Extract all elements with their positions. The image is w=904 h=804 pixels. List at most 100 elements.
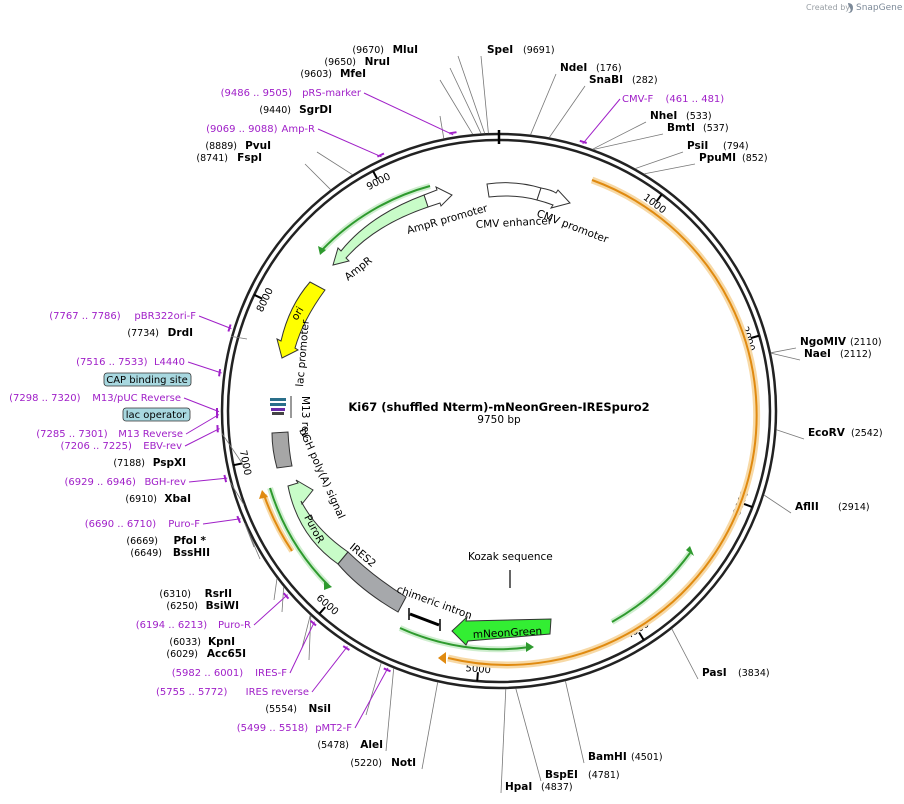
- site-rsrii: RsrII (6310): [159, 588, 232, 600]
- primer-range: (9069 .. 9088): [206, 124, 278, 135]
- primer-range: (7767 .. 7786): [49, 311, 121, 322]
- feature-ori: [276, 281, 326, 359]
- site-position: (7734): [127, 328, 159, 339]
- label-mneongreen: mNeonGreen: [473, 625, 543, 641]
- site-nhei: NheI(533): [650, 110, 712, 122]
- site-name: BmtI: [667, 122, 695, 134]
- plasmid-size: 9750 bp: [477, 414, 521, 426]
- site-bsiwi: BsiWI(6250): [166, 600, 239, 612]
- site-position: (852): [742, 153, 768, 164]
- site-name: PasI: [702, 667, 727, 679]
- primer-leader: [184, 428, 220, 447]
- site-name: RsrII: [205, 588, 232, 600]
- primer-pbr322ori-f: pBR322ori-F(7767 .. 7786): [49, 311, 196, 322]
- primer-leader: [183, 397, 220, 413]
- feature-puror: [287, 479, 349, 565]
- leader-lines: [183, 55, 805, 794]
- site-leader: [593, 133, 664, 150]
- credit-brand: SnapGene: [856, 3, 903, 13]
- site-leader: [229, 482, 245, 506]
- site-leader: [385, 668, 395, 752]
- site-bspei: BspEI(4781): [545, 769, 620, 781]
- site-name: NgoMIV: [800, 336, 847, 348]
- site-sgrdi: SgrDI(9440): [259, 104, 332, 116]
- primer-leader: [187, 361, 222, 374]
- site-position: (2112): [840, 349, 872, 360]
- site-name: BssHII: [173, 547, 210, 559]
- site-position: (9670): [352, 45, 384, 56]
- site-leader: [530, 73, 557, 135]
- tick-5000: [476, 672, 479, 682]
- site-snabi: SnaBI(282): [589, 74, 658, 86]
- site-position: (6649): [130, 548, 162, 559]
- primer-name: EBV-rev: [143, 441, 182, 452]
- site-position: (5478): [317, 740, 349, 751]
- site-leader: [776, 429, 805, 440]
- primer-range: (7285 .. 7301): [36, 429, 108, 440]
- site-bamhi: BamHI(4501): [588, 751, 663, 763]
- primer-mark: [282, 592, 290, 600]
- site-name: PspXI: [153, 457, 186, 469]
- primer-leader: [363, 92, 454, 136]
- site-name: MfeI: [340, 68, 366, 80]
- site-leader: [770, 347, 797, 354]
- primer-leader: [185, 414, 220, 435]
- site-position: (6029): [166, 649, 198, 660]
- site-mfei: MfeI (9603): [300, 68, 366, 80]
- site-position: (6310): [159, 589, 191, 600]
- snapgene-logo-icon: [848, 3, 853, 13]
- site-kpni: KpnI(6033): [169, 636, 235, 648]
- site-pasi: PasI(3834): [702, 667, 770, 679]
- site-position: (5220): [350, 758, 382, 769]
- site-position: (4837): [541, 782, 573, 793]
- primer-range: (9486 .. 9505): [221, 88, 293, 99]
- tick-2000: [750, 334, 760, 340]
- site-name: AleI: [360, 739, 383, 751]
- site-naei: NaeI(2112): [804, 348, 872, 360]
- primer-leader: [582, 98, 621, 145]
- site-name: PpuMI: [699, 152, 736, 164]
- site-name: AflII: [795, 501, 819, 513]
- site-pspxi: PspXI(7188): [113, 457, 186, 469]
- primer-cmv-f: CMV-F(461 .. 481): [622, 94, 724, 105]
- orf-arc-top-green: [319, 183, 431, 253]
- site-hpai: HpaI(4837): [505, 781, 573, 793]
- primer-mark: [342, 645, 350, 651]
- site-position: (9603): [300, 69, 332, 80]
- site-nsii: NsiI(5554): [265, 703, 331, 715]
- site-leader: [308, 615, 312, 661]
- label-kozak: Kozak sequence: [468, 551, 553, 563]
- primer-m13-reverse: M13 Reverse (7285 .. 7301): [36, 429, 183, 440]
- feature-lac-cluster: [270, 396, 292, 418]
- primer-name: CMV-F: [622, 94, 653, 105]
- label-ori: ori: [289, 305, 306, 323]
- primer-range: (6194 .. 6213): [136, 620, 208, 631]
- feature-labels: AmpR promoter CMV enhancer CMV promoter …: [289, 202, 610, 641]
- site-position: (2110): [850, 337, 882, 348]
- site-name: DrdI: [168, 327, 193, 339]
- site-name: NruI: [365, 56, 390, 68]
- label-chimeric-intron: chimeric intron: [395, 584, 474, 622]
- primer-name: Puro-F: [168, 519, 200, 530]
- feature-chimeric-intron: [409, 612, 440, 627]
- site-name: SpeI: [487, 44, 513, 56]
- primer-leader: [317, 128, 382, 158]
- site-name: NdeI: [560, 62, 587, 74]
- feature-cmv-promoter: [536, 187, 571, 209]
- primer-name: IRES-F: [255, 668, 287, 679]
- feature-bgh: [271, 431, 293, 469]
- primer-name: M13/pUC Reverse: [92, 393, 181, 404]
- site-position: (6033): [169, 637, 201, 648]
- primer-amp-r: Amp-R (9069 .. 9088): [206, 124, 315, 135]
- primer-name: Amp-R: [282, 124, 316, 135]
- site-leader: [221, 433, 247, 470]
- primer-name: IRES reverse: [246, 687, 309, 698]
- site-position: (282): [632, 75, 658, 86]
- primer-name: M13 Reverse: [118, 429, 183, 440]
- tick-6000: [318, 606, 327, 615]
- primer-prs-marker: pRS-marker(9486 .. 9505): [221, 88, 362, 99]
- site-position: (5554): [265, 704, 297, 715]
- site-name: MluI: [393, 44, 418, 56]
- site-position: (9440): [259, 105, 291, 116]
- site-leader: [548, 85, 586, 138]
